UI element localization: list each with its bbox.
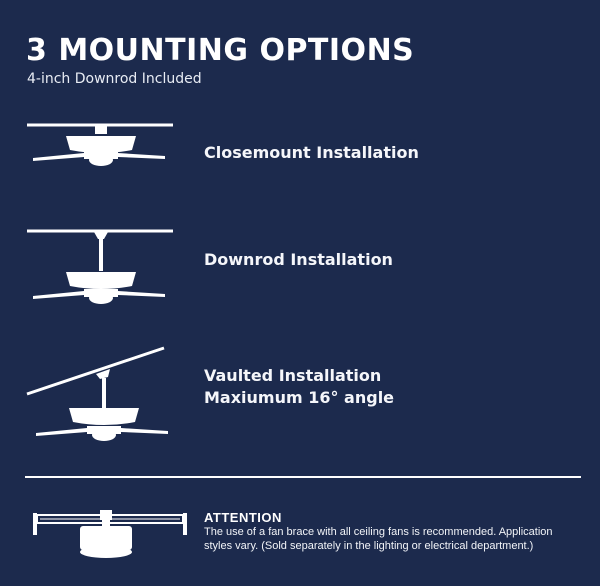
section-divider bbox=[25, 476, 581, 478]
option-closemount-label: Closemount Installation bbox=[204, 143, 419, 162]
downrod-fan-icon bbox=[27, 229, 173, 304]
closemount-fan-icon bbox=[27, 123, 173, 166]
option-vaulted-label: Vaulted Installation Maxiumum 16° angle bbox=[204, 365, 394, 409]
page-title: 3 MOUNTING OPTIONS bbox=[26, 33, 415, 68]
option-vaulted-line2: Maxiumum 16° angle bbox=[204, 388, 395, 407]
attention-title: ATTENTION bbox=[204, 510, 282, 525]
attention-body: The use of a fan brace with all ceiling … bbox=[204, 526, 553, 552]
page-subtitle: 4-inch Downrod Included bbox=[27, 71, 202, 87]
vaulted-fan-icon bbox=[26, 346, 168, 441]
option-downrod-label: Downrod Installation bbox=[204, 250, 393, 269]
fan-brace-icon bbox=[33, 510, 187, 558]
option-vaulted-line1: Vaulted Installation bbox=[204, 366, 382, 385]
